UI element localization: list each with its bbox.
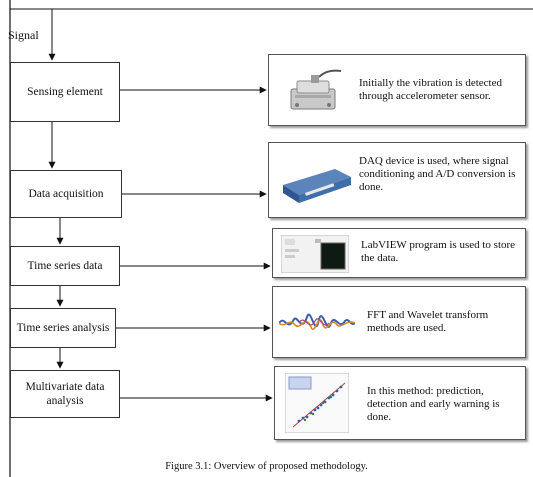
step-label-timeseries: Time series data — [27, 260, 103, 272]
desc-text-tsanalysis: FFT and Wavelet transform methods are us… — [367, 309, 489, 334]
signal-label: Signal — [8, 28, 39, 42]
step-label-tsanalysis: Time series analysis — [16, 322, 110, 334]
step-box-timeseries: Time series data — [10, 246, 120, 286]
desc-box-tsanalysis: FFT and Wavelet transform methods are us… — [272, 286, 526, 358]
step-box-tsanalysis: Time series analysis — [10, 308, 116, 348]
step-box-sensing: Sensing element — [10, 62, 120, 122]
desc-text-multivariate: In this method: prediction, detection an… — [367, 385, 500, 423]
figure-caption: Figure 3.1: Overview of proposed methodo… — [165, 461, 368, 472]
wavelet-signal-image — [279, 313, 355, 330]
desc-text-timeseries: LabVIEW program is used to store the dat… — [361, 239, 516, 264]
labview-screen-image — [281, 235, 349, 273]
accelerometer-sensor-image — [290, 69, 342, 110]
step-box-acquisition: Data acquisition — [10, 170, 122, 218]
desc-box-multivariate: In this method: prediction, detection an… — [274, 366, 526, 440]
step-box-multivariate: Multivariate data analysis — [10, 370, 120, 418]
daq-device-image — [283, 169, 351, 203]
step-label-acquisition: Data acquisition — [28, 188, 104, 200]
desc-box-acquisition: DAQ device is used, where signal conditi… — [268, 142, 526, 218]
desc-text-sensing: Initially the vibration is detected thro… — [359, 77, 502, 102]
desc-text-acquisition: DAQ device is used, where signal conditi… — [359, 155, 516, 193]
multivariate-plot-image — [285, 373, 349, 433]
step-label-sensing: Sensing element — [27, 86, 103, 98]
desc-box-sensing: Initially the vibration is detected thro… — [268, 54, 526, 126]
step-label-multivariate: Multivariate data analysis — [25, 381, 105, 407]
desc-box-timeseries: LabVIEW program is used to store the dat… — [272, 228, 526, 278]
